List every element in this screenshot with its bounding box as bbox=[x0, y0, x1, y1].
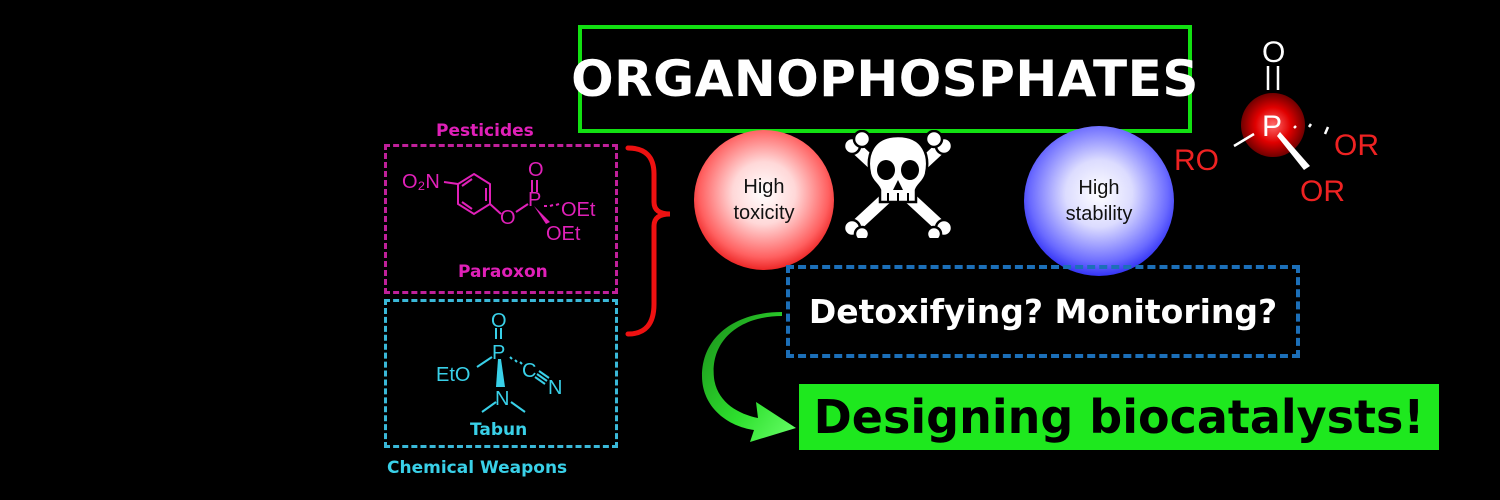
general-ro-label: RO bbox=[1174, 144, 1219, 177]
stability-sphere: High stability bbox=[1024, 126, 1174, 276]
general-structure: O P RO OR OR bbox=[1174, 36, 1379, 208]
paraoxon-oet1-label: OEt bbox=[561, 199, 596, 221]
phosphorus-sphere bbox=[1241, 93, 1305, 157]
pesticides-box bbox=[384, 144, 618, 294]
question-box: Detoxifying? Monitoring? bbox=[786, 265, 1300, 358]
curly-brace-icon bbox=[625, 145, 671, 337]
title-box: ORGANOPHOSPHATES bbox=[571, 25, 1198, 133]
stability-line-2: stability bbox=[1065, 203, 1133, 225]
stability-line-1: High bbox=[1078, 177, 1120, 199]
toxicity-line-2: toxicity bbox=[733, 202, 795, 224]
pesticides-label: Pesticides bbox=[436, 121, 534, 141]
paraoxon-oet2-label: OEt bbox=[546, 223, 581, 245]
chemical-weapons-label: Chemical Weapons bbox=[387, 458, 568, 478]
tabun-nitrile-n-label: N bbox=[548, 377, 562, 399]
paraoxon-o-double-label: O bbox=[528, 159, 544, 181]
general-p-label: P bbox=[1262, 110, 1282, 143]
tabun-amine-n-label: N bbox=[495, 388, 509, 410]
paraoxon-nitro-label: O₂N bbox=[402, 171, 440, 193]
chemical-weapons-box bbox=[384, 299, 618, 448]
tabun-p-label: P bbox=[492, 342, 505, 364]
title: ORGANOPHOSPHATES bbox=[571, 50, 1199, 108]
toxicity-sphere: High toxicity bbox=[694, 130, 834, 270]
paraoxon-label: Paraoxon bbox=[458, 262, 548, 282]
toxicity-line-1: High bbox=[743, 176, 785, 198]
tabun-structure: O P EtO C N N bbox=[436, 310, 562, 413]
tabun-eto-label: EtO bbox=[436, 364, 470, 386]
tabun-o-double-label: O bbox=[491, 310, 507, 332]
skull-crossbones-icon bbox=[842, 130, 954, 238]
question-text: Detoxifying? Monitoring? bbox=[808, 292, 1278, 331]
conclusion-box: Designing biocatalysts! bbox=[799, 384, 1439, 450]
conclusion-text: Designing biocatalysts! bbox=[813, 390, 1425, 444]
general-o-label: O bbox=[1262, 36, 1285, 69]
paraoxon-p-label: P bbox=[528, 189, 541, 211]
tabun-c-label: C bbox=[522, 360, 536, 382]
tabun-label: Tabun bbox=[470, 420, 528, 440]
general-or1-label: OR bbox=[1334, 129, 1379, 162]
paraoxon-o-label: O bbox=[500, 207, 516, 229]
general-or2-label: OR bbox=[1300, 175, 1345, 208]
paraoxon-structure: O₂N O P O OEt OEt bbox=[402, 159, 596, 245]
curved-arrow-icon bbox=[702, 312, 796, 442]
